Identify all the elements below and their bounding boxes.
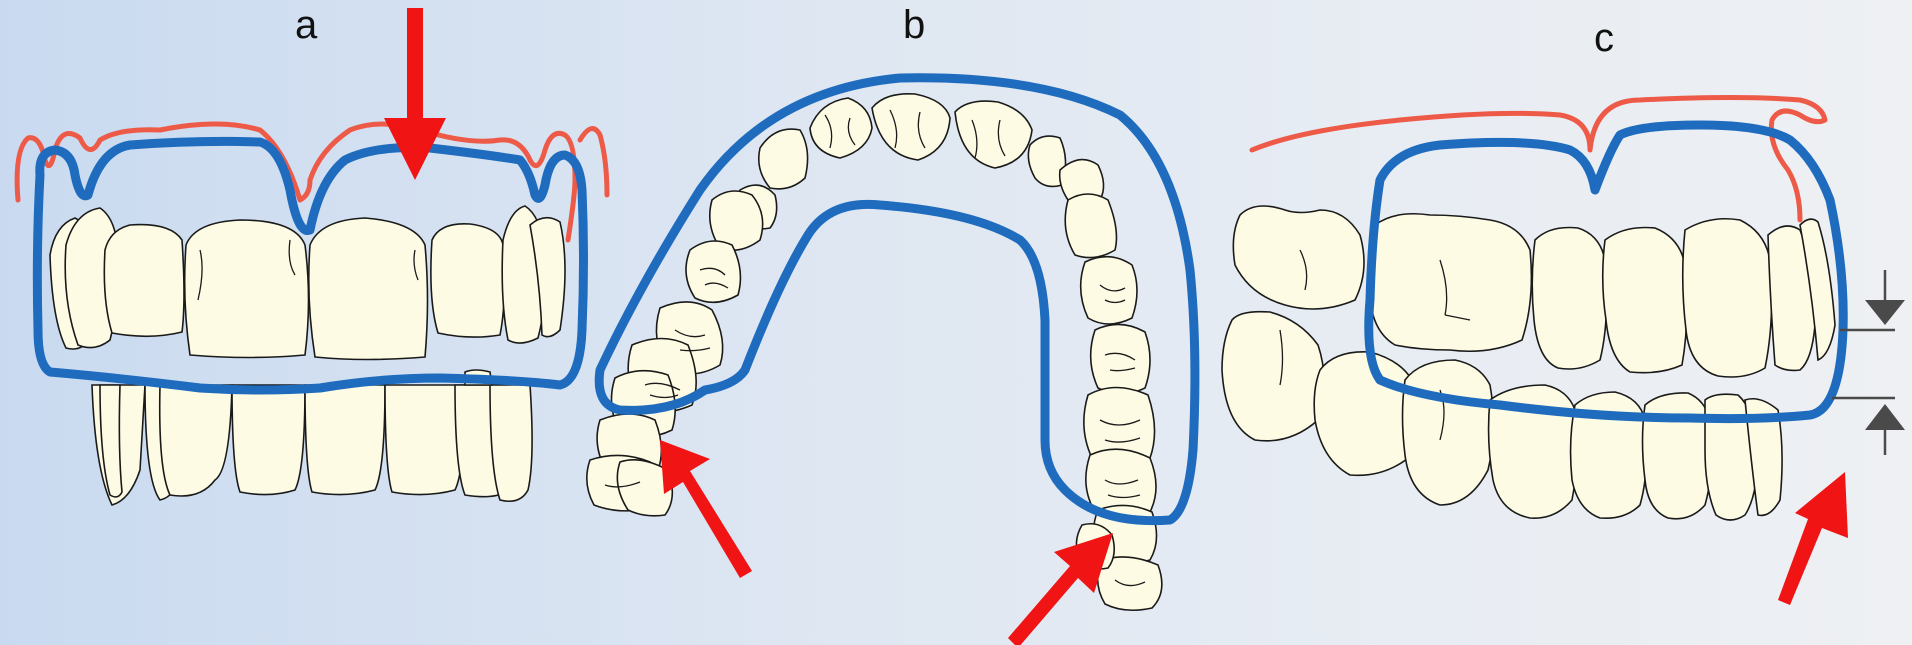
red-arrow-icon (384, 8, 446, 180)
dimension-arrow-icon (1865, 404, 1905, 430)
red-arrow-icon (1008, 533, 1113, 645)
red-arrow-icon (1778, 472, 1848, 605)
panel-a-frontal-view (17, 8, 607, 505)
red-arrow-icon (660, 440, 752, 578)
upper-teeth-c (1233, 206, 1835, 377)
panel-label-c: c (1594, 18, 1614, 58)
arch-teeth-b (587, 94, 1162, 610)
panel-c-lateral-view (1222, 98, 1905, 606)
panel-label-a: a (295, 5, 317, 45)
gingiva-line-c (1252, 98, 1825, 221)
dimension-arrow-icon (1865, 300, 1905, 325)
panel-b-occlusal-view (587, 78, 1195, 645)
panel-label-b: b (903, 5, 925, 45)
